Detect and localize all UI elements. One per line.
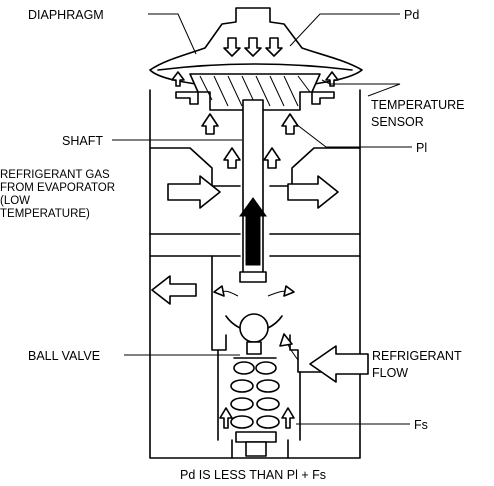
label-pd: Pd [404, 8, 419, 22]
label-ball-valve: BALL VALVE [28, 349, 100, 363]
label-fs: Fs [414, 418, 428, 432]
pl-pressure-arrows [201, 113, 299, 169]
outlet-flow-arrow [151, 275, 197, 305]
ball-valve [225, 313, 299, 361]
label-refrigerant-gas-line1: REFRIGERANT GAS [0, 169, 110, 181]
label-refrigerant-flow-line1: REFRIGERANT [372, 349, 462, 363]
pd-pressure-arrows [223, 37, 283, 57]
evaporator-gas-arrows [167, 175, 339, 209]
valve-body [149, 89, 361, 459]
shaft [239, 99, 267, 283]
fs-force-arrows [219, 407, 295, 429]
refrigerant-inlet-arrow [309, 345, 369, 383]
temperature-sensor-hatching [189, 73, 321, 111]
label-refrigerant-gas-line3: (LOW [0, 195, 30, 207]
ball-valve-flow-arrows [213, 285, 295, 297]
caption: Pd IS LESS THAN Pl + Fs [180, 468, 326, 482]
label-temperature-sensor-line1: TEMPERATURE [371, 98, 465, 112]
leader-lines [112, 13, 412, 425]
shaft-movement-arrow [239, 197, 267, 266]
label-refrigerant-flow-line2: FLOW [372, 366, 408, 380]
label-refrigerant-gas-line4: TEMPERATURE) [0, 208, 90, 220]
spring [230, 357, 280, 457]
label-pl: Pl [416, 141, 427, 155]
label-temperature-sensor-line2: SENSOR [371, 115, 424, 129]
diaphragm-head [149, 7, 363, 111]
label-shaft: SHAFT [62, 134, 103, 148]
label-diaphragm: DIAPHRAGM [28, 8, 104, 22]
label-refrigerant-gas-line2: FROM EVAPORATOR [0, 182, 115, 194]
